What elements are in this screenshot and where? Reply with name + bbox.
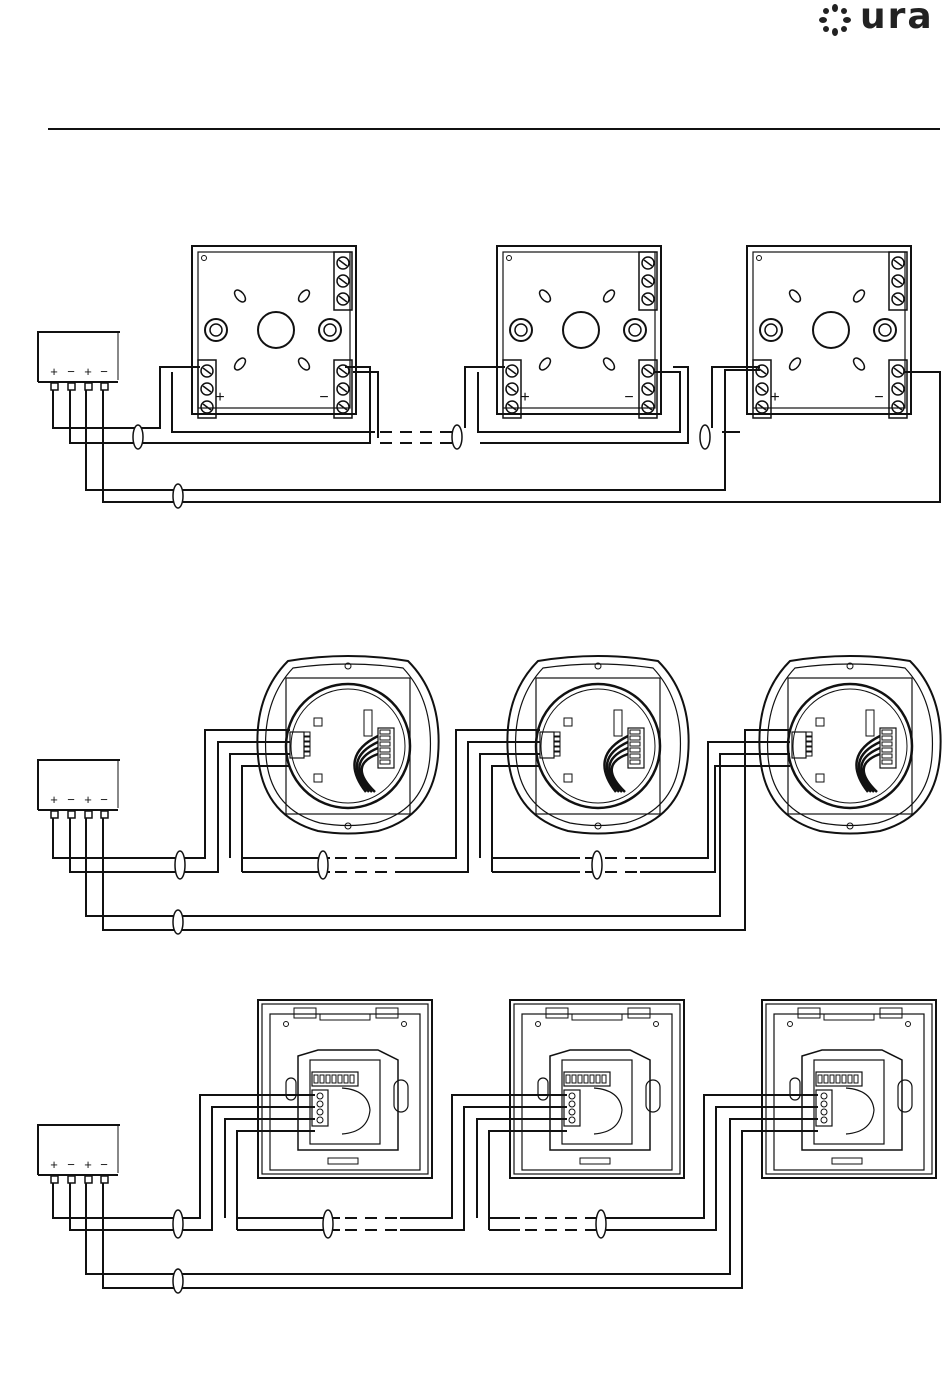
mounting-slot [232, 288, 247, 304]
terminal-label: + [50, 364, 58, 379]
negative-label: − [624, 389, 633, 406]
negative-label: − [874, 389, 883, 406]
square-base-device: +− [192, 246, 356, 418]
power-supply-block: +−+− [38, 760, 120, 818]
mounting-slot [537, 356, 552, 372]
terminal-label: − [67, 364, 75, 379]
square-switch-device [762, 1000, 936, 1178]
power-supply-block: +−+− [38, 1125, 120, 1183]
terminal-label: − [67, 1157, 75, 1172]
positive-label: + [770, 389, 779, 406]
terminal-label: − [100, 364, 108, 379]
mounting-slot [601, 356, 616, 372]
round-detector-device [257, 656, 438, 834]
power-supply-block: +−+− [38, 332, 120, 390]
mounting-slot [296, 288, 311, 304]
square-base-device: +− [497, 246, 661, 418]
row3-wiring [53, 1095, 818, 1288]
mounting-slot [232, 356, 247, 372]
mounting-slot [787, 356, 802, 372]
mounting-slot [601, 288, 616, 304]
mounting-slot [537, 288, 552, 304]
positive-label: + [215, 389, 224, 406]
mounting-slot [787, 288, 802, 304]
square-switch-device [258, 1000, 432, 1178]
positive-label: + [520, 389, 529, 406]
mounting-slot [851, 288, 866, 304]
negative-label: − [319, 389, 328, 406]
round-detector-device [759, 656, 940, 834]
terminal-label: − [100, 792, 108, 807]
terminal-label: + [50, 1157, 58, 1172]
terminal-label: + [84, 1157, 92, 1172]
mounting-slot [851, 356, 866, 372]
square-switch-device [510, 1000, 684, 1178]
terminal-label: + [84, 364, 92, 379]
round-detector-device [507, 656, 688, 834]
terminal-label: − [67, 792, 75, 807]
terminal-label: − [100, 1157, 108, 1172]
square-base-device: +− [747, 246, 911, 418]
terminal-label: + [50, 792, 58, 807]
terminal-label: + [84, 792, 92, 807]
mounting-slot [296, 356, 311, 372]
